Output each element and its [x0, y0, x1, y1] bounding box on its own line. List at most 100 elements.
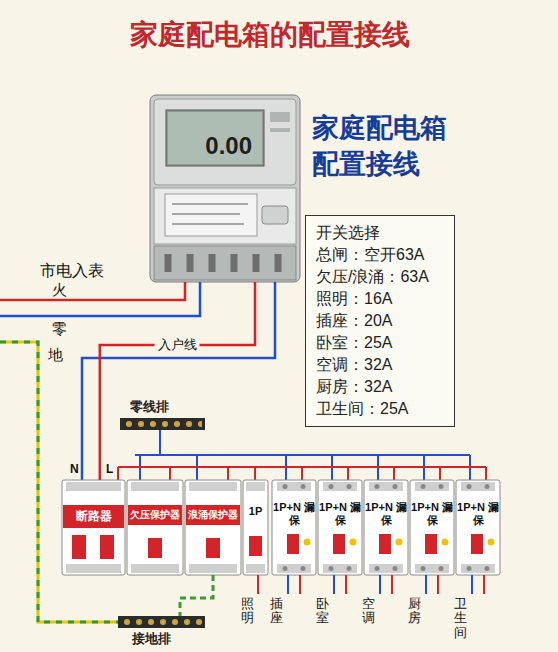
electric-meter-body-part	[154, 99, 296, 185]
bus-bars-part	[123, 418, 202, 430]
node-text: 1P+N 漏保	[365, 500, 407, 528]
main-breaker-body-part	[72, 535, 86, 559]
surge-protector: 浪涌保护器	[185, 480, 241, 575]
electric-meter: 0.00	[150, 95, 300, 282]
switch-table: 开关选择总闸：空开63A欠压/浪涌：63A照明：16A插座：20A卧室：25A空…	[305, 215, 455, 427]
protector-bodies-part	[148, 538, 162, 558]
main-breaker-body-part	[100, 535, 114, 559]
rcd-breakers-part	[318, 480, 362, 575]
electric-meter-body-part	[165, 194, 257, 236]
protector-bodies-part	[189, 482, 237, 491]
circuit-label: 空调	[362, 597, 375, 626]
neutral-bar: 零线排	[120, 418, 205, 430]
rcd-breaker: 1P+N 漏保	[364, 480, 408, 575]
protector-bodies-part	[206, 538, 220, 558]
circuit-label: 插座	[270, 597, 283, 626]
electric-meter-body-part	[172, 204, 248, 224]
electric-meter-body-part	[270, 128, 290, 132]
mains-wires-part	[0, 282, 200, 316]
label-text: 家庭配电箱 配置接线	[312, 110, 462, 182]
rcd-breakers-part	[364, 480, 408, 575]
circuit-label: 照明	[241, 597, 254, 626]
single-pole-breaker: 1P	[243, 480, 268, 575]
protector-bodies-part	[249, 536, 262, 556]
node-text: 浪涌保护器	[186, 505, 240, 525]
label-text: L	[106, 462, 113, 476]
node-text: 欠压/浪涌：63A	[316, 266, 444, 288]
label-text: 火	[52, 281, 67, 300]
main-breaker-body-part	[62, 480, 125, 575]
main-breaker-body-part	[66, 482, 121, 491]
node-text: 照明：16A	[316, 288, 444, 310]
protector-bodies-part	[185, 480, 241, 575]
wire-label: 入户线	[155, 336, 200, 354]
electric-meter-body-part	[262, 206, 288, 224]
electric-meter-body-part	[154, 246, 296, 280]
bus-bars-part	[118, 616, 205, 628]
rcd-breakers-part	[410, 480, 454, 575]
outgoing-wires	[258, 575, 484, 594]
wire-connector	[100, 282, 255, 480]
electric-meter-body-part	[150, 95, 300, 282]
rcd-breaker: 1P+N 漏保	[410, 480, 454, 575]
node-text: 0.00	[168, 112, 262, 164]
node-text: 1P+N 漏保	[457, 500, 499, 528]
electric-meter-body-part	[154, 188, 296, 244]
main-breaker-body	[62, 480, 125, 575]
circuit-label: 卫生间	[454, 597, 467, 640]
ground-bar: 接地排	[118, 616, 205, 628]
protector-bodies-part	[131, 564, 179, 573]
protector-bodies-part	[246, 482, 265, 491]
protector-bodies	[127, 480, 268, 575]
rcd-breakers-part	[272, 480, 316, 575]
node-text: 插座：20A	[316, 310, 444, 332]
rcd-breaker: 1P+N 漏保	[318, 480, 362, 575]
node-text: 1P	[244, 504, 267, 519]
label-text: 零	[52, 320, 67, 339]
main-breaker-body-part	[66, 564, 121, 573]
node-text: 欠压保护器	[128, 505, 182, 525]
rcd-breakers-part	[456, 480, 500, 575]
protector-bodies-part	[131, 482, 179, 491]
electric-meter-body	[150, 95, 300, 282]
label-text: 市电入表	[40, 261, 104, 282]
node-text: 1P+N 漏保	[319, 500, 361, 528]
rcd-breaker: 1P+N 漏保	[272, 480, 316, 575]
rcd-breaker: 1P+N 漏保	[456, 480, 500, 575]
node-text: 1P+N 漏保	[411, 500, 453, 528]
circuit-label: 厨房	[408, 597, 421, 626]
label-text: N	[70, 462, 79, 476]
main-breaker: 断路器	[62, 480, 125, 575]
node-text: 1P+N 漏保	[273, 500, 315, 528]
node-text: 接地排	[130, 630, 173, 648]
mains-wires-part	[0, 282, 185, 300]
circuit-label: 卧室	[316, 597, 329, 626]
electric-meter-body-part	[168, 254, 278, 272]
protector-bodies-part	[127, 480, 183, 575]
rcd-breakers	[272, 480, 500, 575]
page-title: 家庭配电箱的配置接线	[0, 16, 540, 54]
node-text: 开关选择	[316, 222, 444, 244]
label-text: 地	[48, 346, 63, 365]
electric-meter-body-part	[166, 110, 264, 166]
protector-bodies-part	[243, 480, 268, 575]
protector-bodies-part	[189, 564, 237, 573]
outgoing-wires-part	[258, 575, 484, 594]
node-text: 厨房：32A	[316, 376, 444, 398]
mains-wires-part	[82, 282, 275, 480]
node-text: 零线排	[128, 398, 171, 416]
outgoing-wires-part	[288, 575, 472, 594]
distribution-wires	[118, 430, 486, 482]
node-text: 卫生间：25A	[316, 398, 444, 420]
node-text: 卧室：25A	[316, 332, 444, 354]
node-text: 总闸：空开63A	[316, 244, 444, 266]
mains-wires	[0, 282, 275, 622]
electric-meter-body-part	[270, 112, 290, 122]
node-text: 断路器	[63, 505, 124, 528]
undervoltage-protector: 欠压保护器	[127, 480, 183, 575]
